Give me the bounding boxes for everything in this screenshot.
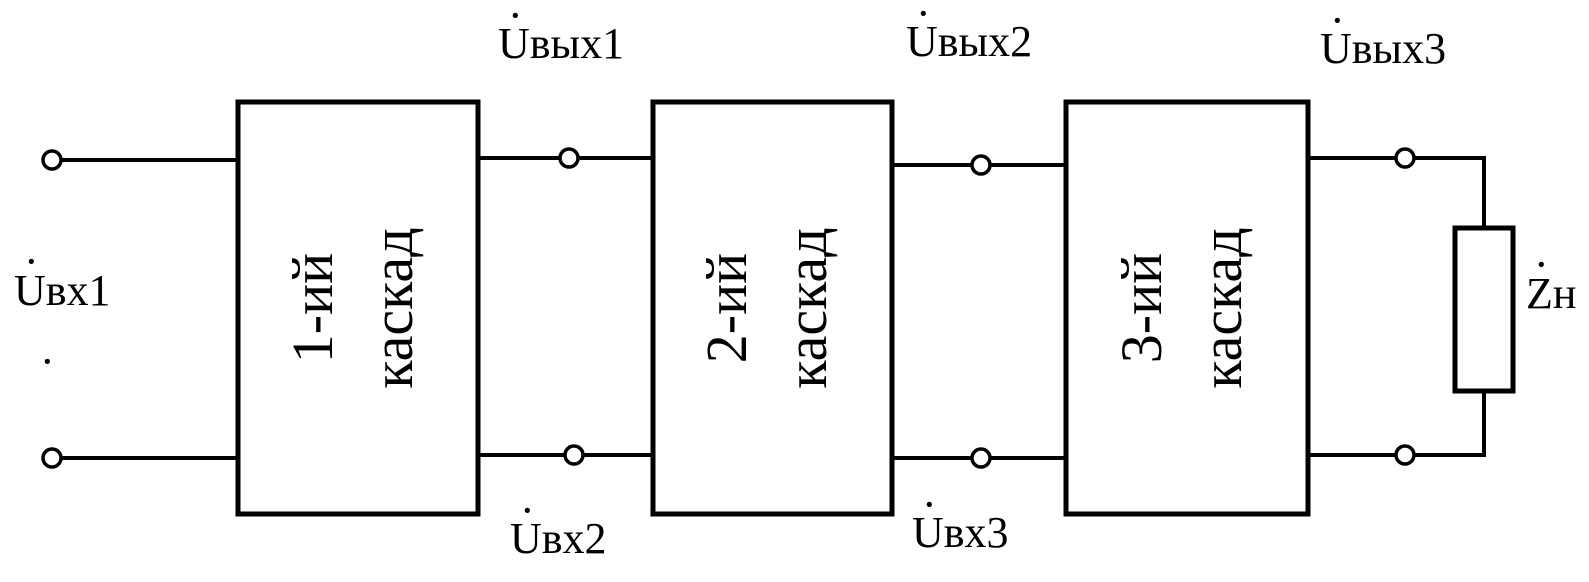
label-u-out-3: Uвых3	[1320, 24, 1446, 73]
label-load-impedance: Zн	[1526, 269, 1576, 318]
terminal-input-bottom	[41, 447, 63, 469]
stage-1-label-line2: каскад	[360, 227, 425, 388]
stage-3-label-line2: каскад	[1189, 227, 1254, 388]
stage-1-label-line1: 1-ий	[280, 253, 345, 363]
label-u-in-3: Uвх3	[912, 508, 1009, 557]
wire-load-bottom	[1412, 389, 1486, 457]
stage-2-label-line2: каскад	[774, 227, 839, 388]
stage-3-label: 3-ий каскад	[1109, 227, 1254, 388]
wire-load-top	[1412, 156, 1486, 230]
stage-3-box	[1063, 99, 1311, 517]
label-u-in-2-dot: ·	[520, 486, 535, 535]
stage-3-label-line1: 3-ий	[1109, 253, 1174, 363]
terminals	[41, 147, 1416, 469]
stage-1-box	[235, 99, 481, 517]
terminal-stage2-out-bottom	[970, 447, 992, 469]
terminal-stage2-out-top	[970, 154, 992, 176]
label-u-out-2: Uвых2	[906, 17, 1032, 66]
label-u-out-1: Uвых1	[498, 19, 624, 68]
stage-2-label-line1: 2-ий	[694, 253, 759, 363]
terminal-stage3-out-bottom	[1394, 444, 1416, 466]
stage-2-label: 2-ий каскад	[694, 227, 839, 388]
label-load-impedance-dot: ·	[1534, 240, 1549, 289]
load-resistor	[1452, 225, 1516, 394]
label-u-in-1-dot: ·	[24, 237, 39, 286]
label-u-in-2: Uвх2	[510, 514, 607, 563]
stray-dot: ·	[40, 337, 55, 386]
terminal-stage3-out-top	[1394, 147, 1416, 169]
label-u-out-2-dot: ·	[916, 0, 931, 38]
stage-2-box	[650, 99, 895, 517]
terminal-stage1-out-bottom	[563, 444, 585, 466]
label-u-in-1: Uвх1	[14, 266, 111, 315]
label-u-in-3-dot: ·	[922, 480, 937, 529]
label-u-out-3-dot: ·	[1330, 0, 1345, 45]
wires	[56, 156, 1486, 460]
terminal-stage1-out-top	[558, 147, 580, 169]
stage-1-label: 1-ий каскад	[280, 227, 425, 388]
label-u-out-1-dot: ·	[508, 0, 523, 40]
terminal-input-top	[41, 149, 63, 171]
